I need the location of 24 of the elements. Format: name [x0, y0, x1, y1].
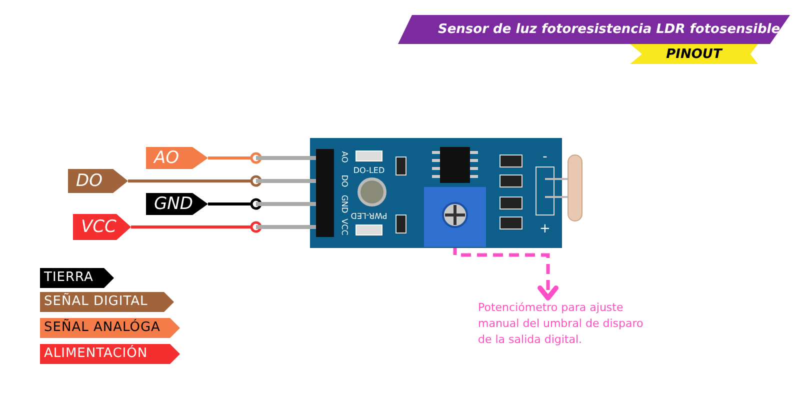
pin-tag: GND [146, 193, 208, 215]
silkscreen-label: VCC [340, 218, 348, 236]
pin-lead-line [128, 175, 262, 187]
pinout-ribbon: PINOUT [630, 44, 758, 64]
silkscreen-label: - [542, 150, 548, 164]
silkscreen-label: PWR-LED [350, 211, 388, 219]
silkscreen-label: DO [340, 174, 348, 188]
legend-tag: SEÑAL DIGITAL [40, 292, 174, 312]
title-banner: Sensor de luz fotoresistencia LDR fotosensible [398, 15, 790, 44]
legend-tag: ALIMENTACIÓN [40, 344, 180, 364]
silkscreen-label: DO-LED [353, 167, 385, 175]
legend-tag: TIERRA [40, 268, 114, 288]
pin-tag: AO [146, 147, 208, 169]
pin-lead-line [208, 198, 262, 210]
pin-tag: DO [68, 169, 128, 193]
potentiometer-drawing [424, 187, 486, 245]
callout-text: Potenciómetro para ajuste manual del umbral de disparo de la salida digital. [478, 300, 658, 350]
silkscreen-label: GND [340, 194, 348, 214]
silkscreen-label: AO [340, 151, 348, 163]
legend-tag: SEÑAL ANALÓGA [40, 318, 180, 338]
pin-tag: VCC [73, 214, 131, 240]
silkscreen-label: + [540, 222, 550, 236]
pin-lead-line [208, 152, 262, 164]
pin-lead-line [131, 221, 262, 233]
